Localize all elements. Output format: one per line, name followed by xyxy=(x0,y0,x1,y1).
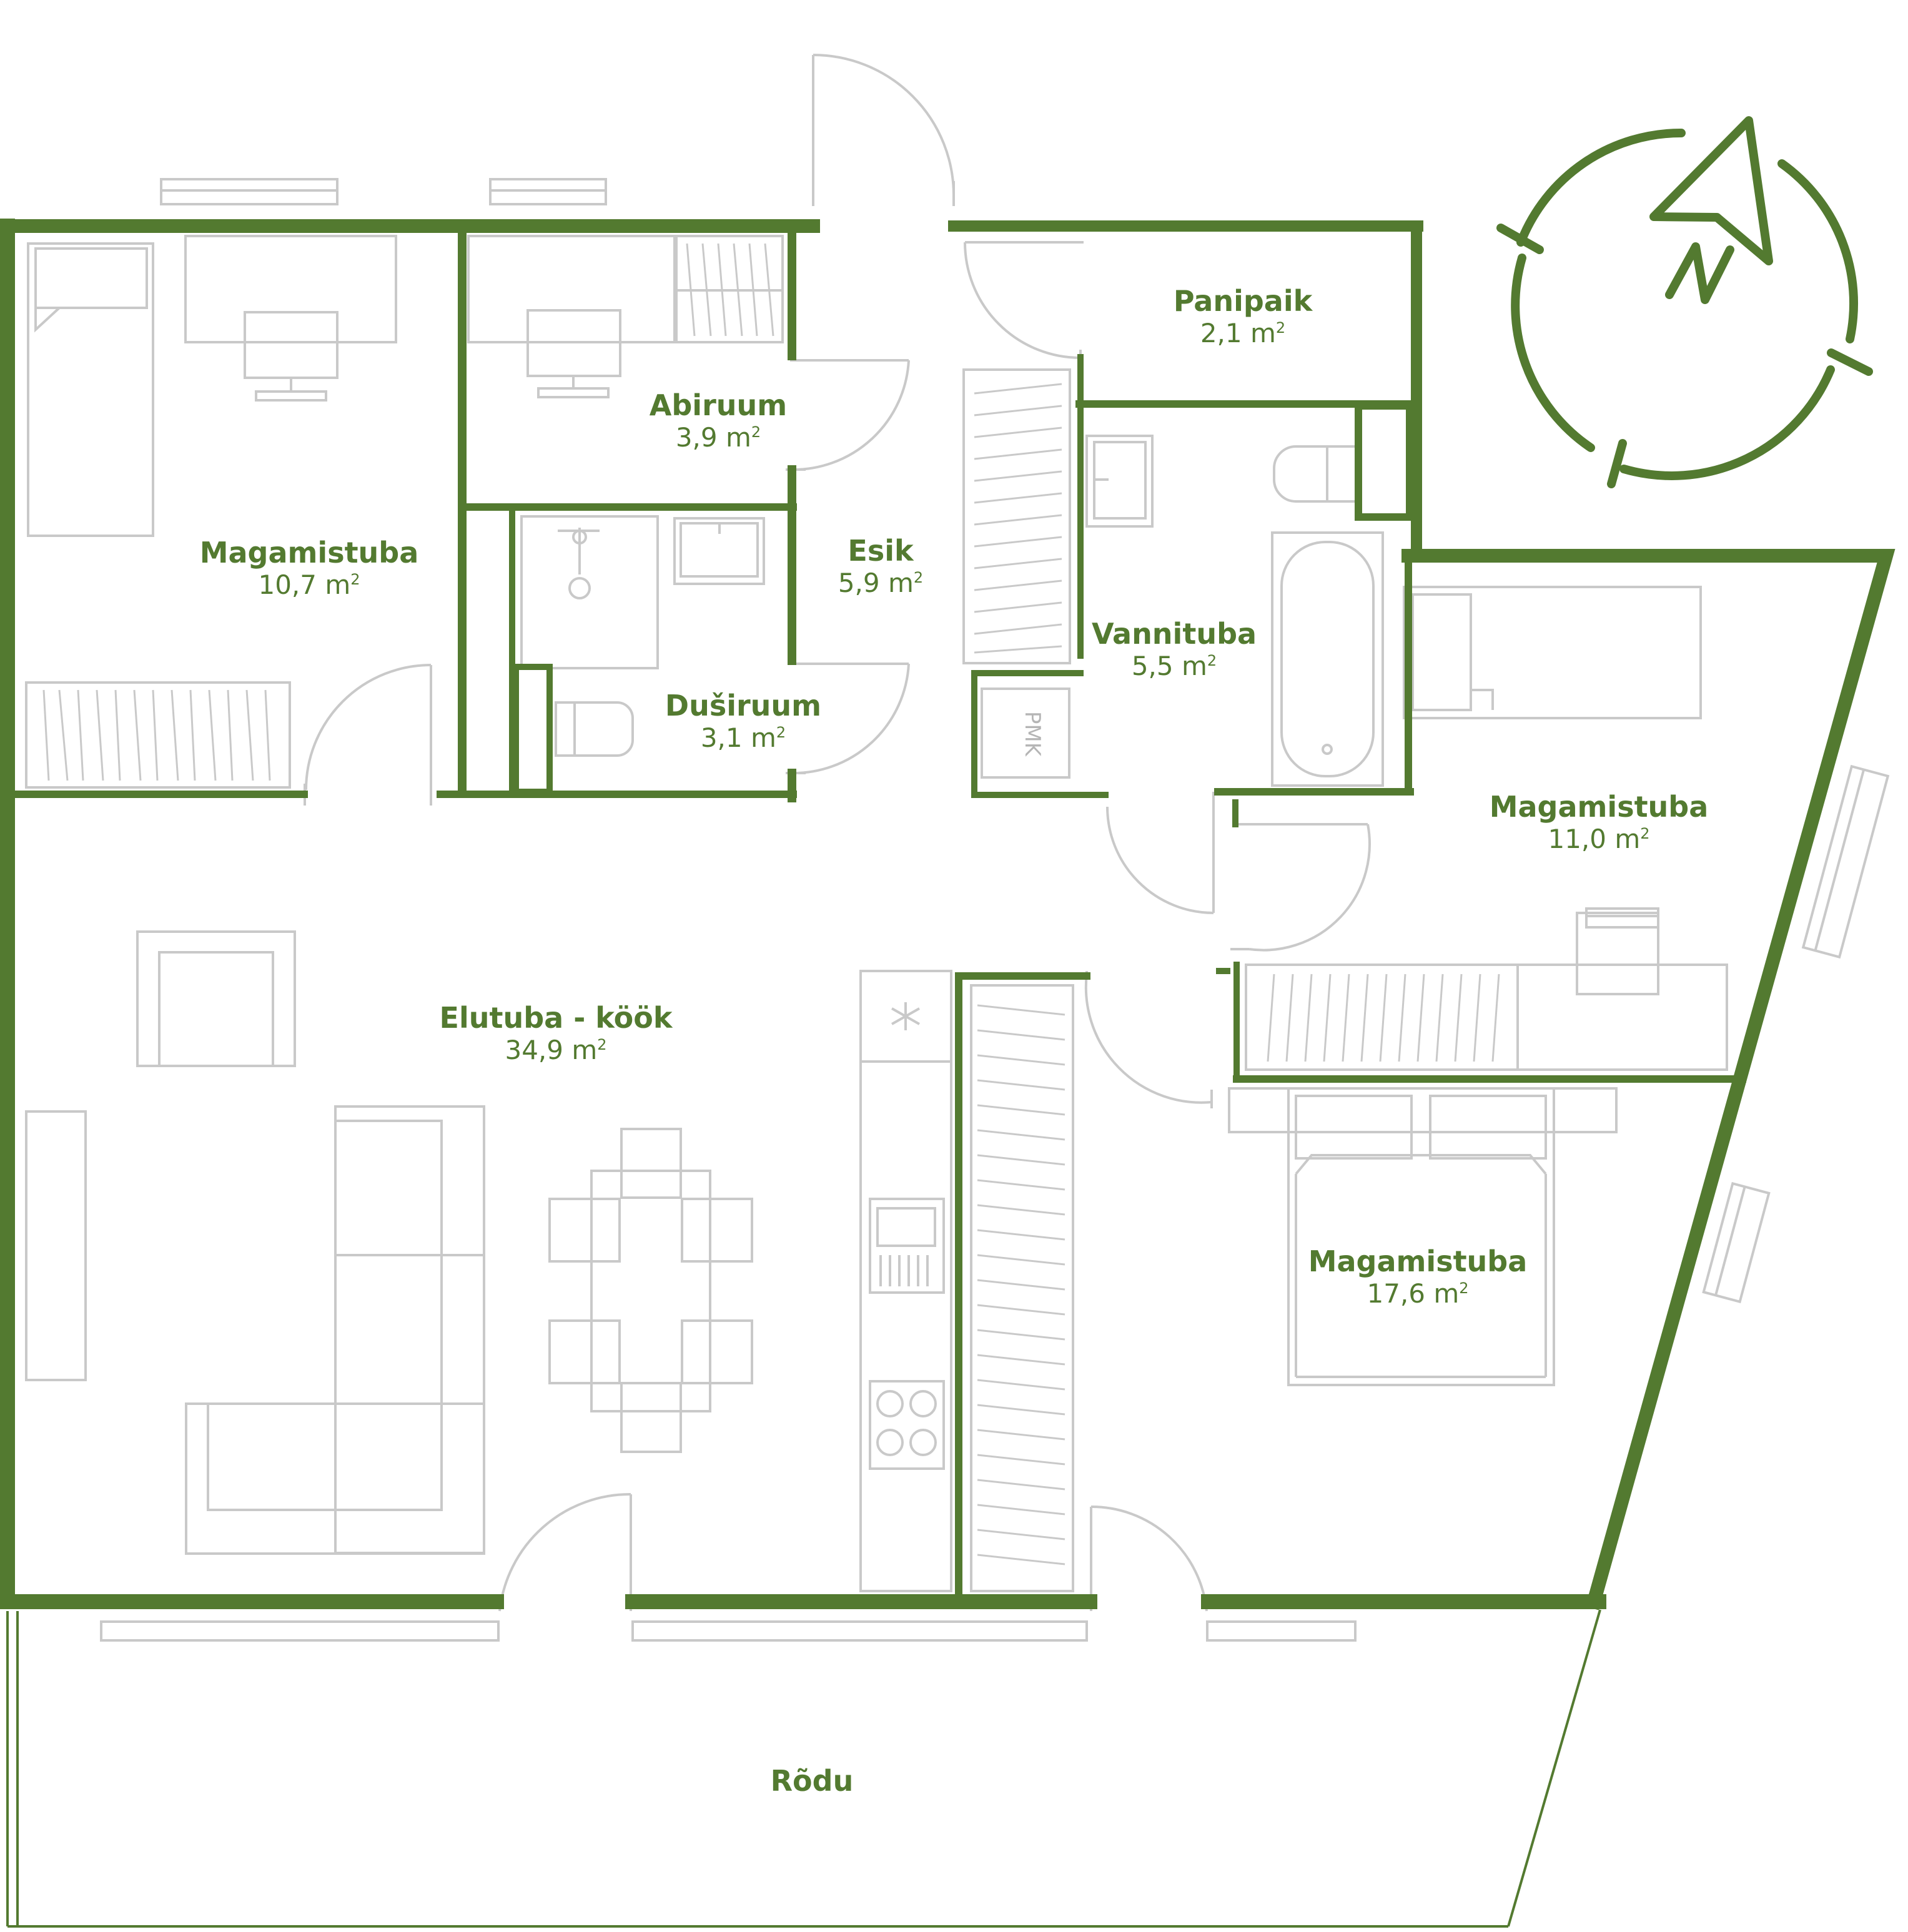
desk-bedroom-a xyxy=(184,235,397,343)
window-right-upper xyxy=(1801,764,1890,959)
room-bedroom-b: Magamistuba 11,0 m2 xyxy=(1449,790,1749,854)
furniture-layer xyxy=(25,54,1890,1642)
duct-dusiruum xyxy=(513,664,553,795)
area-superscript: 2 xyxy=(913,569,924,586)
pmk-label-wrap: PMK xyxy=(998,699,1067,768)
room-name: Esik xyxy=(848,534,914,568)
pmk-label: PMK xyxy=(1019,711,1045,757)
walls-layer xyxy=(0,219,1896,1610)
room-name: Vannituba xyxy=(1091,617,1257,651)
bed-single-b xyxy=(1403,586,1702,719)
balcony-outline xyxy=(6,1609,1601,1928)
room-name: Magamistuba xyxy=(1489,790,1709,824)
room-area: 17,6 m xyxy=(1367,1278,1460,1309)
room-name: Duširuum xyxy=(665,689,822,722)
area-superscript: 2 xyxy=(1275,319,1286,337)
wardrobe-bedroom-b xyxy=(1245,964,1728,1071)
bathtub xyxy=(1271,531,1384,787)
wardrobe-bedroom-a xyxy=(25,681,291,789)
area-superscript: 2 xyxy=(1207,652,1217,669)
sofa xyxy=(185,1105,485,1555)
kitchen-counter xyxy=(859,970,952,1592)
sink-dusiruum xyxy=(673,517,765,585)
compass-icon xyxy=(1496,116,1873,488)
window-bottom-left xyxy=(100,1620,500,1642)
room-name: Rõdu xyxy=(770,1764,854,1798)
area-superscript: 2 xyxy=(1459,1279,1469,1297)
room-living-kitchen: Elutuba - köök 34,9 m2 xyxy=(400,1001,712,1065)
room-name: Magamistuba xyxy=(199,536,419,569)
window-bottom-mid xyxy=(631,1620,1088,1642)
room-panipaik: Panipaik 2,1 m2 xyxy=(1137,284,1349,348)
window-bottom-right xyxy=(1206,1620,1357,1642)
room-vannituba: Vannituba 5,5 m2 xyxy=(1062,617,1287,681)
room-area: 5,5 m xyxy=(1131,651,1207,681)
fridge-icon xyxy=(891,1002,920,1030)
area-superscript: 2 xyxy=(350,571,360,588)
room-dusiruum: Duširuum 3,1 m2 xyxy=(618,689,868,753)
pmk-cabinet xyxy=(981,688,1070,779)
room-bedroom-c: Magamistuba 17,6 m2 xyxy=(1268,1244,1568,1309)
room-area: 11,0 m xyxy=(1548,824,1641,854)
dining-table xyxy=(548,1128,753,1453)
armchair xyxy=(136,930,296,1067)
room-area: 3,9 m xyxy=(675,422,751,453)
room-name: Magamistuba xyxy=(1308,1244,1528,1278)
entrance-door xyxy=(812,54,955,206)
duct-vannituba xyxy=(1355,402,1413,521)
window-right-lower xyxy=(1702,1181,1771,1304)
room-area: 34,9 m xyxy=(505,1035,598,1065)
room-abiruum: Abiruum 3,9 m2 xyxy=(593,388,843,453)
desk-abiruum xyxy=(467,235,676,343)
shower-tap-icon xyxy=(558,528,600,599)
toilet-dusiruum xyxy=(555,701,634,757)
area-superscript: 2 xyxy=(776,724,786,741)
wardrobe-esik xyxy=(962,368,1071,664)
room-bedroom-a: Magamistuba 10,7 m2 xyxy=(162,536,456,600)
door-bedroom-b xyxy=(1230,823,1371,952)
sink-vannituba xyxy=(1085,435,1154,528)
door-vannituba xyxy=(1106,792,1215,914)
room-esik: Esik 5,9 m2 xyxy=(787,534,974,598)
door-balcony-right xyxy=(1090,1505,1208,1612)
wall-east-diagonal xyxy=(1401,549,1896,1610)
wardrobe-kitchen xyxy=(970,984,1074,1592)
room-rodu: Rõdu xyxy=(687,1764,937,1798)
door-balcony-left xyxy=(498,1492,632,1612)
room-area: 5,9 m xyxy=(838,568,914,598)
kitchen-sink xyxy=(869,1198,945,1294)
room-area: 2,1 m xyxy=(1200,318,1276,348)
room-area: 3,1 m xyxy=(700,722,776,753)
bed-single-a xyxy=(27,242,154,537)
shower xyxy=(520,515,659,669)
room-area: 10,7 m xyxy=(258,569,351,600)
room-name: Panipaik xyxy=(1173,284,1313,318)
area-superscript: 2 xyxy=(751,423,761,441)
room-name: Abiruum xyxy=(649,388,788,422)
monitor-bedroom-b xyxy=(1576,912,1659,995)
cooktop xyxy=(869,1380,945,1470)
area-superscript: 2 xyxy=(1640,825,1650,842)
area-superscript: 2 xyxy=(597,1036,607,1053)
tv-cabinet xyxy=(25,1110,87,1381)
bed-double xyxy=(1287,1087,1555,1386)
room-name: Elutuba - köök xyxy=(439,1001,673,1035)
